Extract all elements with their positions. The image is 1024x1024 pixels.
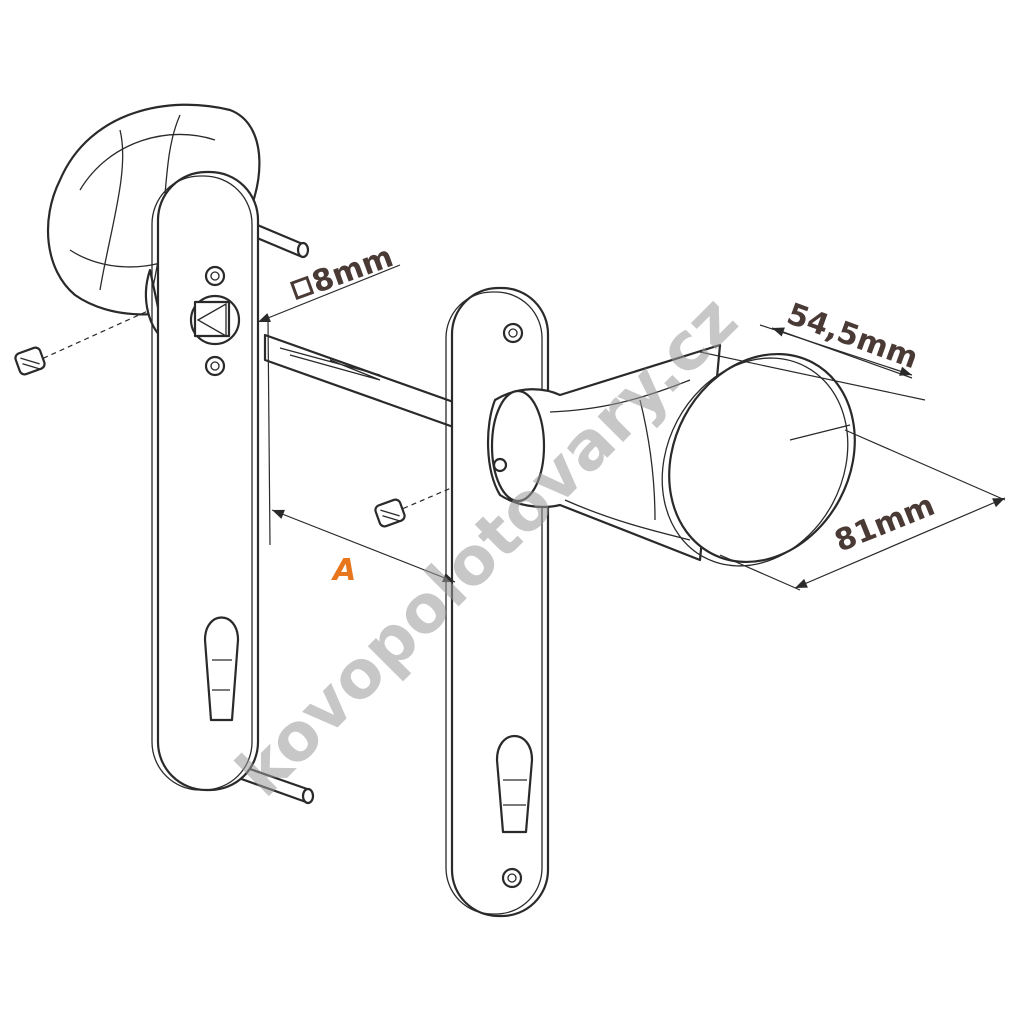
spindle-size-text: 8mm: [308, 239, 398, 300]
left-backplate: [151, 170, 260, 792]
knob-depth-label: 81mm: [830, 488, 940, 560]
distance-a-label: A: [331, 553, 356, 588]
right-knob: [486, 343, 856, 567]
dimension-lines: [257, 264, 1006, 591]
